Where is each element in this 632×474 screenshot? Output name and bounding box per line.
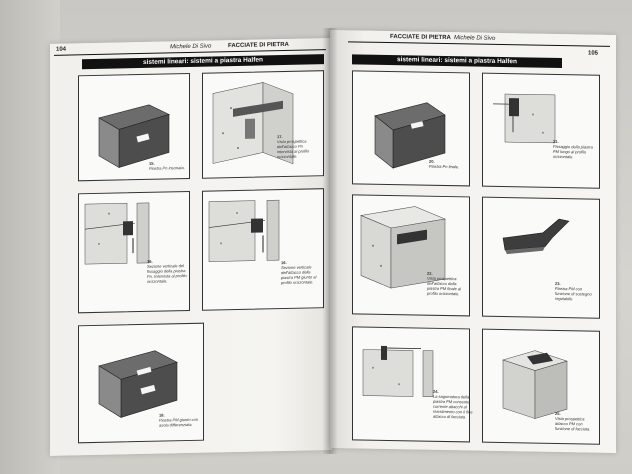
right-figure-22: 22. Vista prospettica dell'attacco della… [352,194,470,317]
right-page-number: 105 [588,50,599,57]
right-head-rule [348,41,610,47]
left-figure-15: 15. Piastra Pn insonata. [78,72,190,182]
right-figure-24: 24. La sagomatura della piastra PM conse… [352,326,473,443]
right-figure-20: 20. Piastra Pn finale. [352,70,470,187]
fig-caption: Fissaggio della piastra PM lungo al prof… [553,143,593,160]
left-figure-16a: 16. Sezione verticale del fissaggio dell… [78,190,190,314]
anchor-perspective-illustration [212,82,294,165]
section-illustration [362,345,434,398]
right-figure-21: 21. Fissaggio della piastra PM lungo al … [482,72,600,189]
left-figure-16b: 16. Sezione verticale dell'attacco della… [202,188,324,311]
plate-illustration [98,350,178,418]
perspective-illustration [360,206,446,289]
fig-caption: Sezione verticale del fissaggio della pi… [147,263,187,284]
fig-caption: Piastra PM con funzione di sostegno rego… [555,285,592,302]
bracket-illustration [502,218,570,255]
right-figure-25: 25. Vista prospettica attacco PM con fun… [482,328,600,445]
left-running-title: FACCIATE DI PIETRA [228,41,289,50]
fig-caption: Vista prospettica attacco PM con funzion… [555,415,591,432]
plate-illustration [98,104,170,168]
right-page: FACCIATE DI PIETRA Michele Di Sivo 105 s… [330,30,616,453]
left-figure-18: 18. Piastra PM giunto con asola differen… [78,322,204,444]
fig-caption: Piastra Pn insonata. [149,165,185,171]
left-figure-17: 17. Vista prospettica dell'attacco Pn in… [202,70,324,179]
right-running-author: Michele Di Sivo [454,35,496,42]
perspective-illustration [502,350,568,419]
book-gutter [322,28,338,454]
right-figure-23: 23. Piastra PM con funzione di sostegno … [482,196,600,319]
plate-illustration [374,102,446,169]
right-running-title: FACCIATE DI PIETRA [390,34,451,42]
fig-caption: Vista prospettica dell'attacco della pia… [427,275,462,297]
fig-caption: La sagomatura della piastra PM consente … [433,393,473,420]
section-illustration [84,202,150,265]
fig-caption: Piastra PM giunto con asola differenziat… [159,416,199,428]
fig-caption: Sezione verticale dell'attacco della pia… [281,264,317,286]
right-section-heading: sistemi lineari: sistemi a piastra Halfe… [352,54,562,69]
fig-caption: Vista prospettica dell'attacco Pn interv… [277,138,310,160]
left-page: 104 Michele Di Sivo FACCIATE DI PIETRA s… [50,38,332,456]
left-section-heading: sistemi lineari: sistemi a piastra Halfe… [82,54,324,70]
section-illustration [208,199,280,262]
left-page-number: 104 [56,46,67,53]
fig-caption: Piastra Pn finale. [429,163,460,170]
left-running-author: Michele Di Sivo [170,43,212,51]
fixing-illustration [493,93,556,144]
